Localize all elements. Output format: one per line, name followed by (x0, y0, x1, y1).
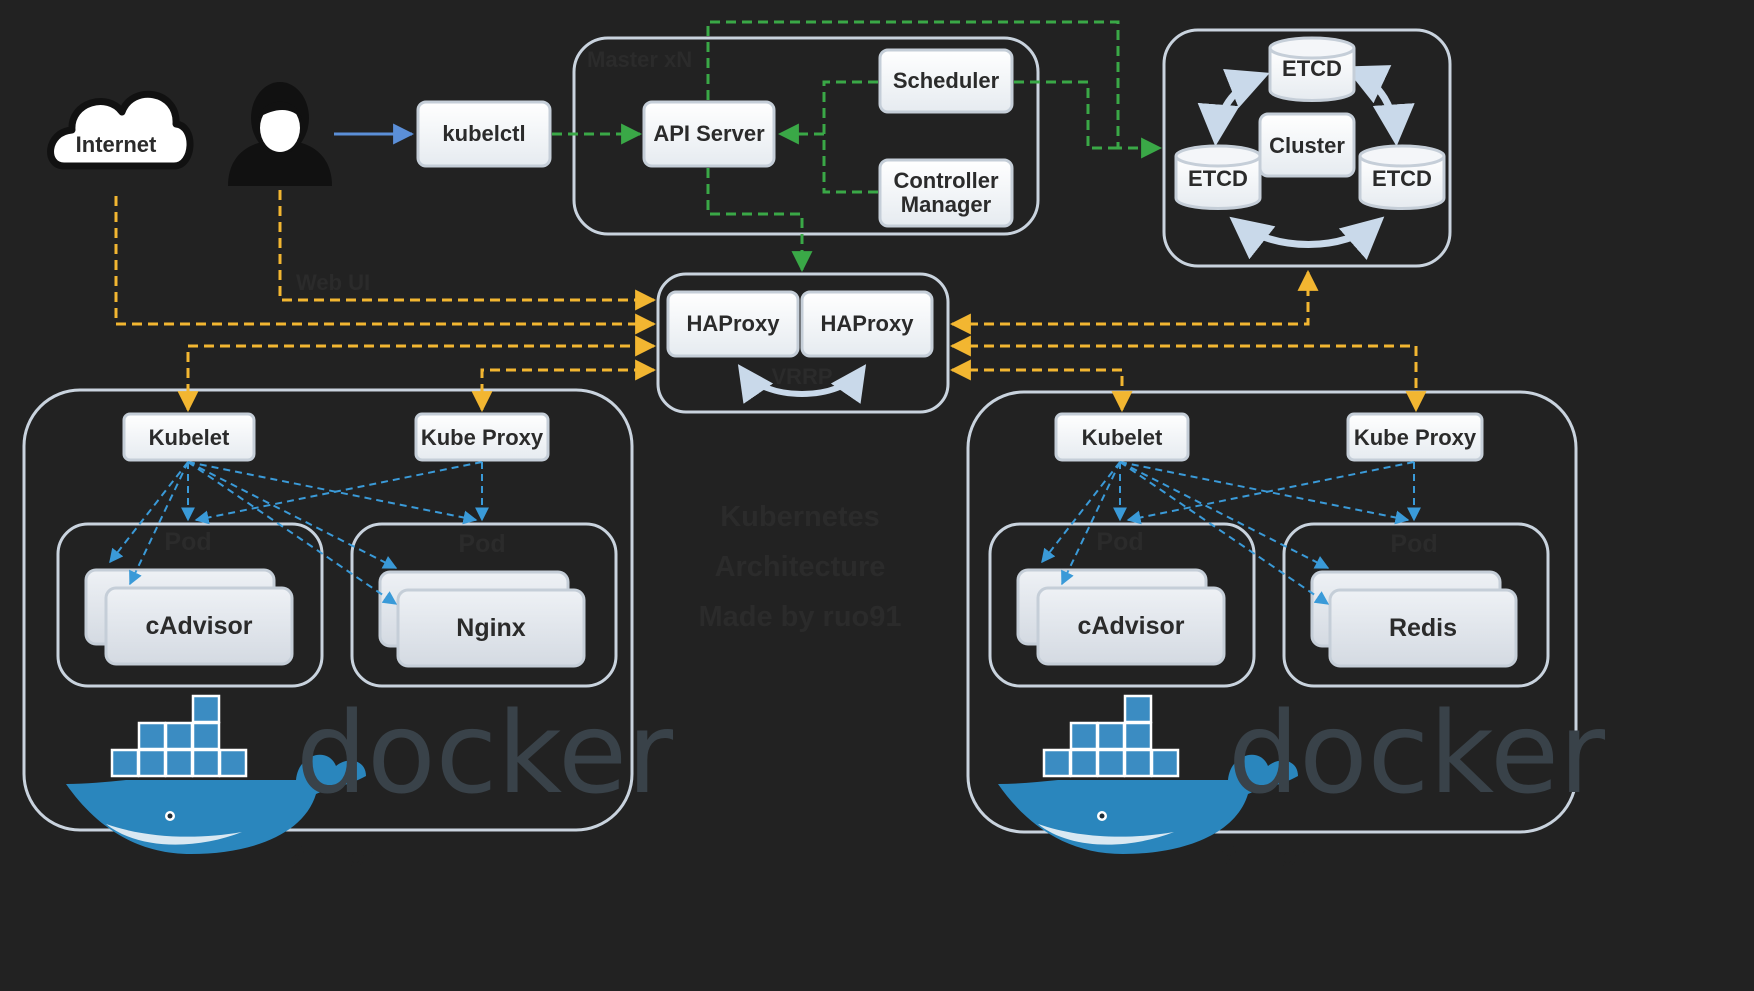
node-links (1041, 461, 1421, 605)
kube-proxy-label: Kube Proxy (421, 425, 544, 450)
etcd-cluster-label: Cluster (1269, 133, 1345, 158)
minion-label: Minion (1216, 838, 1316, 873)
pod-box (988, 522, 1256, 688)
docker-logo-text: docker (1228, 689, 1606, 819)
master-title: Master xN (587, 47, 692, 72)
kubelet-label: Kubelet (149, 425, 230, 450)
api-server-label: API Server (653, 121, 765, 146)
container-label: cAdvisor (146, 612, 253, 640)
docker-logo-text: docker (296, 689, 674, 819)
user-icon (228, 82, 332, 186)
control-plane-links (552, 20, 1163, 273)
kubelet-box (122, 412, 256, 462)
haproxy-box-1 (666, 290, 800, 358)
container-box (1036, 586, 1226, 666)
pod-box (56, 522, 324, 688)
haproxy-box-2 (800, 290, 934, 358)
etcd-node-right-label: ETCD (1372, 166, 1432, 191)
diagram-svg: Master xN Internet kubelctl API (22, 20, 1606, 873)
container-box (104, 586, 294, 666)
etcd-cluster-container (1162, 28, 1452, 268)
haproxy-label-2: HAProxy (821, 311, 915, 336)
api-server-box (642, 100, 776, 168)
container-label: cAdvisor (1078, 612, 1185, 640)
minion-label: Minion (284, 838, 384, 873)
controller-manager-label-line1: Controller (893, 168, 999, 193)
kube-proxy-label: Kube Proxy (1354, 425, 1477, 450)
pod-box (350, 522, 618, 688)
etcd-node-left-label: ETCD (1188, 166, 1248, 191)
container-label: Redis (1389, 614, 1457, 642)
vrrp-label: VRRP (771, 364, 832, 389)
web-ui-label: Web UI (296, 270, 370, 295)
internet-cloud-icon (47, 90, 194, 170)
node-links (109, 461, 489, 605)
container-label: Nginx (456, 614, 526, 642)
vrrp-failover-arrow (737, 364, 867, 404)
caption-line1: Kubernetes (720, 501, 880, 533)
etcd-cluster-box (1258, 112, 1356, 178)
internet-label: Internet (76, 132, 157, 157)
kube-proxy-box (1346, 412, 1484, 462)
haproxy-label-1: HAProxy (687, 311, 781, 336)
controller-manager-box (878, 158, 1014, 228)
etcd-replication-arrows (1197, 65, 1415, 260)
kube-proxy-box (414, 412, 550, 462)
load-balancer-container (656, 272, 950, 414)
kubelet-box (1054, 412, 1190, 462)
caption-line2: Architecture (715, 551, 886, 583)
kubelet-label: Kubelet (1082, 425, 1163, 450)
pod-title: Pod (1096, 528, 1143, 556)
pod-title: Pod (1390, 530, 1437, 558)
pod-title: Pod (164, 528, 211, 556)
kubectl-label: kubelctl (442, 121, 525, 146)
scheduler-label: Scheduler (893, 68, 1000, 93)
kubectl-box (416, 100, 552, 168)
etcd-node-top-label: ETCD (1282, 56, 1342, 81)
caption-line3: Made by ruo91 (698, 601, 901, 633)
container-box (1328, 588, 1518, 668)
container-box (396, 588, 586, 668)
pod-box (1282, 522, 1550, 688)
access-links (114, 190, 1427, 413)
minion-left: Kubelet Kube Proxy Pod cAdvisor Pod Ngin… (56, 412, 674, 873)
pod-title: Pod (458, 530, 505, 558)
controller-manager-label-line2: Manager (901, 192, 992, 217)
minion-right: Kubelet Kube Proxy Pod cAdvisor Pod Redi… (988, 412, 1606, 873)
scheduler-box (878, 48, 1014, 114)
architecture-diagram: Master xN Internet kubelctl API (12, 0, 1754, 986)
master-container (572, 36, 1040, 236)
